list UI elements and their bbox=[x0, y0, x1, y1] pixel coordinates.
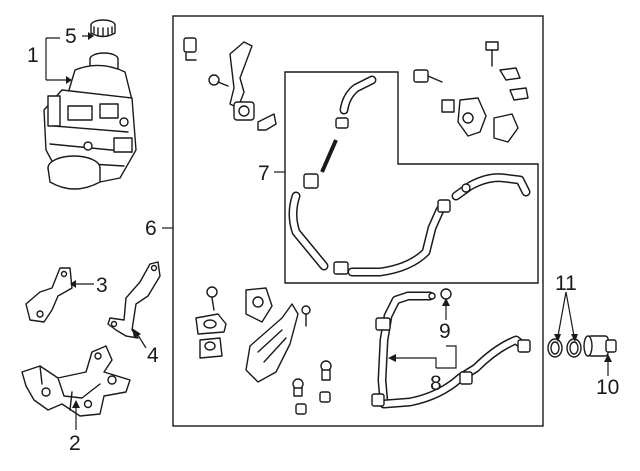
union-fitting bbox=[583, 335, 617, 357]
pump-mount-bracket bbox=[21, 345, 131, 417]
group-6-frame bbox=[172, 15, 544, 427]
callout-10: 10 bbox=[596, 376, 619, 399]
clamp-and-bolt-set-top-right bbox=[413, 41, 529, 143]
callout-3: 3 bbox=[96, 274, 108, 297]
callout-9: 9 bbox=[439, 320, 451, 343]
leader-lines bbox=[45, 32, 612, 430]
group-7-frame bbox=[284, 71, 539, 284]
clamp-and-bracket-set-bottom bbox=[195, 286, 332, 415]
callout-2: 2 bbox=[69, 432, 81, 455]
callout-8: 8 bbox=[430, 372, 442, 395]
callout-6: 6 bbox=[145, 217, 157, 240]
callout-5: 5 bbox=[65, 25, 77, 48]
bracket-3 bbox=[25, 267, 73, 323]
seal-9 bbox=[440, 288, 452, 300]
clamp-and-bolt-set-top-left bbox=[183, 37, 277, 131]
callout-1: 1 bbox=[27, 44, 39, 67]
pressure-hose-assembly bbox=[371, 291, 531, 409]
power-steering-pump-assembly bbox=[43, 52, 137, 190]
callout-4: 4 bbox=[147, 344, 159, 367]
callout-7: 7 bbox=[258, 162, 270, 185]
bracket-4 bbox=[107, 261, 161, 339]
callout-11: 11 bbox=[555, 272, 577, 295]
o-rings bbox=[547, 338, 582, 358]
return-hose-assembly bbox=[288, 75, 531, 277]
reservoir-cap bbox=[90, 19, 116, 38]
